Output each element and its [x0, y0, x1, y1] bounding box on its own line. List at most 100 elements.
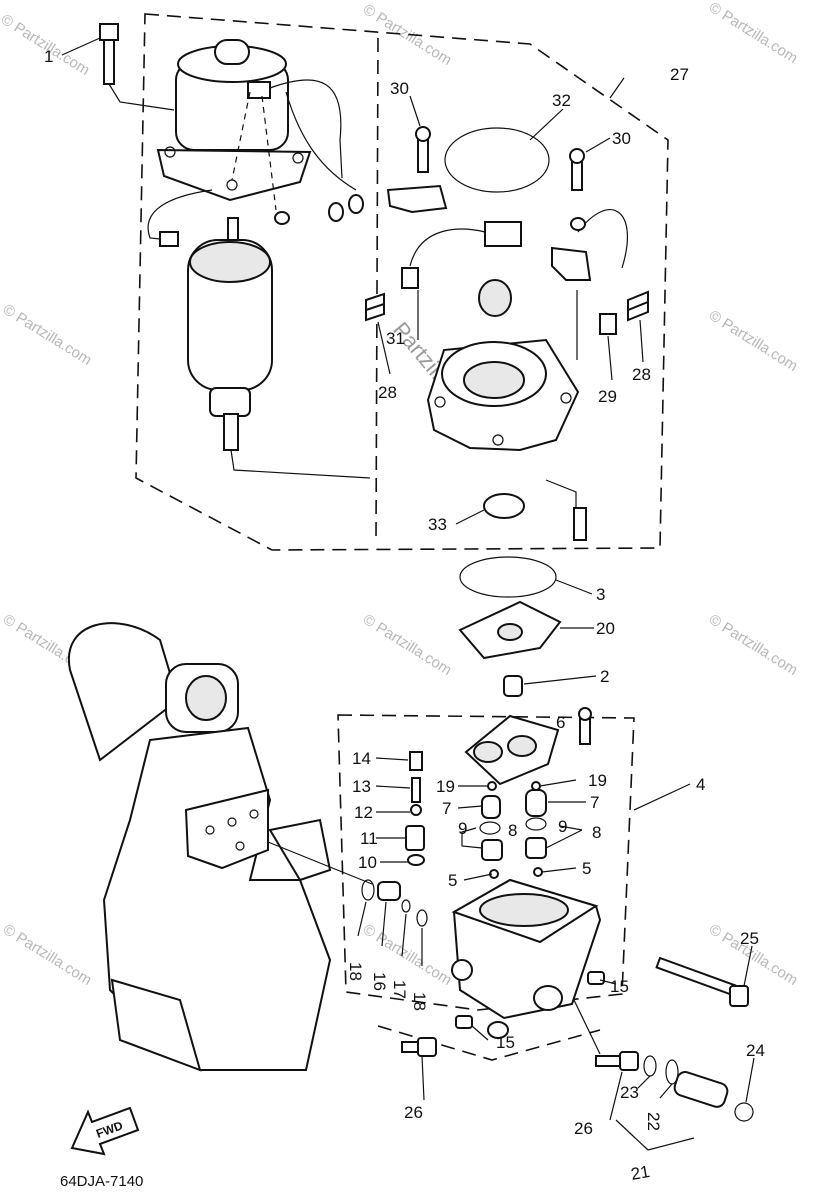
- callout-12: 12: [354, 803, 373, 822]
- bolt-6: [579, 717, 591, 745]
- screw-30-left: [417, 137, 429, 173]
- bolt-25: [655, 956, 737, 997]
- pump-port: [487, 1021, 509, 1039]
- manual-valve: [615, 1055, 754, 1151]
- leader-dashed: [231, 91, 277, 211]
- callout-18-left: 18: [346, 962, 365, 981]
- bolt-head: [99, 23, 119, 41]
- plug-8-right: [525, 837, 547, 859]
- leader-5-left: [463, 873, 493, 881]
- leader-7-left: [457, 805, 483, 809]
- callout-10: 10: [358, 853, 377, 872]
- leader-8-9-right: [545, 825, 583, 849]
- electric-motor: [147, 39, 364, 247]
- cylinder-port-block: [268, 818, 332, 882]
- small-parts: [361, 879, 428, 927]
- callout-13: 13: [352, 777, 371, 796]
- callout-28-left: 28: [378, 383, 397, 402]
- callout-15-left: 15: [496, 1033, 515, 1052]
- brush-wire-left: [409, 228, 486, 267]
- o-ring-9-right: [525, 817, 547, 831]
- callout-7-left: 7: [442, 799, 451, 818]
- bolt-25-head: [729, 985, 749, 1007]
- fwd-arrow-icon: [70, 1106, 140, 1156]
- watermark: © Partzilla.com: [360, 611, 455, 679]
- brush-holder-right: [551, 246, 592, 281]
- leader-32: [529, 108, 564, 141]
- watermark: © Partzilla.com: [0, 921, 95, 989]
- leader-2: [523, 675, 597, 685]
- o-ring-23: [643, 1055, 657, 1077]
- trim-cylinder: [67, 622, 373, 1072]
- ball-5-right: [533, 867, 543, 877]
- pump-bolt-outline: [377, 1025, 601, 1061]
- callout-29: 29: [598, 387, 617, 406]
- callout-19-right: 19: [588, 771, 607, 790]
- leader-26-left: [421, 1055, 425, 1101]
- callout-27: 27: [670, 65, 689, 84]
- bolt-6-head: [578, 707, 592, 721]
- callout-21: 21: [629, 1162, 651, 1184]
- callout-26-left: 26: [404, 1103, 423, 1122]
- callout-leaders: [357, 77, 755, 1121]
- wire-grommet: [247, 81, 271, 99]
- motor-assembly-outline: [135, 13, 669, 551]
- callout-18-right: 18: [410, 992, 429, 1011]
- callout-9-right: 9: [558, 817, 567, 836]
- mount-hole: [205, 825, 215, 835]
- callout-25: 25: [740, 929, 759, 948]
- callout-15-right: 15: [610, 977, 629, 996]
- motor-flange: [156, 148, 312, 202]
- valve-11: [405, 825, 425, 851]
- leader-cylinder: [267, 841, 373, 885]
- watermarks: © Partzilla.com © Partzilla.com © Partzi…: [0, 0, 801, 989]
- diagram-code: 64DJA-7140: [60, 1173, 143, 1190]
- callout-23: 23: [620, 1083, 639, 1102]
- callout-28-right: 28: [632, 365, 651, 384]
- brush-31: [401, 267, 419, 289]
- leader-bolt: [545, 479, 577, 508]
- bolts: [401, 956, 749, 1071]
- callout-19-left: 19: [436, 777, 455, 796]
- callout-3: 3: [596, 585, 605, 604]
- mount-hole: [227, 817, 237, 827]
- circlip-24: [734, 1102, 754, 1122]
- callout-4: 4: [696, 775, 705, 794]
- housing-hole: [492, 434, 504, 446]
- motor-assembly-divider: [375, 37, 379, 541]
- armature-winding: [189, 241, 271, 283]
- pump-housing: [451, 878, 605, 1039]
- leader-4: [633, 783, 691, 811]
- armature: [187, 217, 371, 479]
- callout-14: 14: [352, 749, 371, 768]
- commutator: [209, 387, 251, 417]
- callout-32: 32: [552, 91, 571, 110]
- valve-components: [405, 751, 547, 879]
- callout-26-right: 26: [574, 1119, 593, 1138]
- cylinder-mount-plate: [184, 788, 269, 870]
- callout-8-right: 8: [592, 823, 601, 842]
- o-ring-18b: [416, 909, 428, 927]
- brush-holder-assembly: [365, 126, 649, 360]
- leader-15-right: [599, 979, 617, 985]
- callout-20: 20: [596, 619, 615, 638]
- leader-27: [609, 77, 625, 99]
- callout-6: 6: [556, 713, 565, 732]
- flange-hole: [164, 146, 176, 158]
- armature-shaft-bottom: [223, 413, 239, 451]
- leader-5-right: [541, 867, 577, 873]
- pump-gear: [507, 735, 537, 757]
- o-ring-3: [459, 556, 557, 598]
- pump-housing-bore: [479, 893, 569, 927]
- cylinder-top: [67, 622, 180, 762]
- bolt-26-left-head: [417, 1037, 437, 1057]
- spring-28-right: [627, 290, 649, 322]
- brush-29: [599, 313, 617, 335]
- bolt-26-right-head: [619, 1051, 639, 1071]
- valve-7-right: [525, 789, 547, 817]
- pin-13: [411, 777, 421, 803]
- bolt-1: [61, 23, 175, 111]
- leader-26-right: [609, 1071, 623, 1121]
- callout-33: 33: [428, 515, 447, 534]
